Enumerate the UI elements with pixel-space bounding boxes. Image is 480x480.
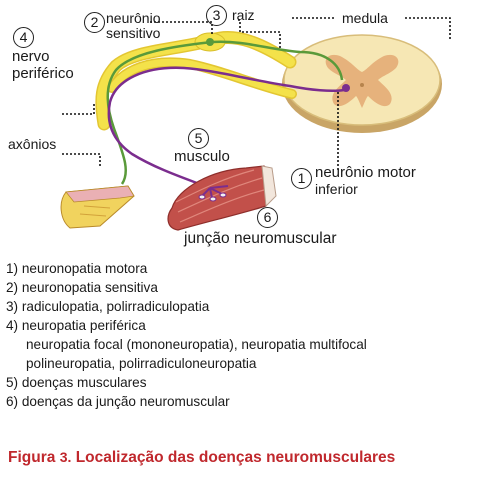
- neuromuscular-junction: [198, 185, 229, 202]
- legend-item-5: 5) doenças musculares: [6, 375, 147, 390]
- marker-3: 3: [206, 5, 227, 26]
- legend-item-6: 6) doenças da junção neuromuscular: [6, 394, 230, 409]
- legend-item-2: 2) neuronopatia sensitiva: [6, 280, 158, 295]
- label-root: raiz: [232, 7, 255, 23]
- motor-neuron-axon: [107, 66, 345, 190]
- label-lower-motor-neuron: neurônio motor inferior: [315, 164, 416, 197]
- label-neuromuscular-junction: junção neuromuscular: [184, 230, 337, 247]
- label-sensory-neuron: neurônio sensitivo: [106, 10, 161, 41]
- legend-item-4-sub-1: neuropatia focal (mononeuropatia), neuro…: [26, 337, 367, 352]
- marker-2: 2: [84, 12, 105, 33]
- legend-item-3: 3) radiculopatia, polirradiculopatia: [6, 299, 210, 314]
- skin-patch: [60, 185, 135, 229]
- sensory-neuron-axon: [106, 40, 344, 185]
- legend-list: 1) neuronopatia motora 2) neuronopatia s…: [6, 259, 476, 411]
- label-axons: axônios: [8, 136, 57, 152]
- label-muscle: musculo: [174, 148, 230, 165]
- spinal-cord: [282, 34, 442, 133]
- legend-item-1: 1) neuronopatia motora: [6, 261, 148, 276]
- caption-number: 3.: [59, 449, 72, 465]
- legend-item-4: 4) neuropatia periférica: [6, 318, 146, 333]
- muscle: [167, 165, 277, 231]
- marker-4: 4: [13, 27, 34, 48]
- motor-neuron-body: [342, 84, 350, 92]
- caption-prefix: Figura: [8, 449, 56, 466]
- marker-5: 5: [188, 128, 209, 149]
- legend-item-4-sub-2: polineuropatia, polirradiculoneuropatia: [26, 356, 257, 371]
- label-spinal-cord: medula: [342, 10, 388, 26]
- marker-6: 6: [257, 207, 278, 228]
- spinal-cord-gray-matter: [325, 54, 399, 108]
- marker-1: 1: [291, 168, 312, 189]
- figure-caption: Figura 3. Localização das doenças neurom…: [8, 449, 395, 467]
- sensory-neuron-body: [206, 38, 214, 46]
- label-peripheral-nerve: nervo periférico: [12, 48, 74, 82]
- caption-title: Localização das doenças neuromusculares: [75, 449, 396, 466]
- neuromuscular-diagram: [60, 17, 451, 231]
